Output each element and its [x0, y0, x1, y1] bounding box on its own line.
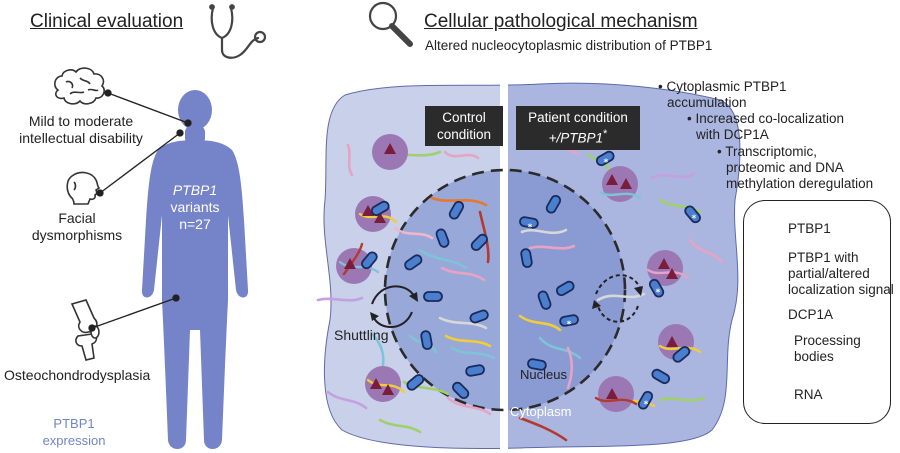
nucleus-envelope: [383, 168, 627, 412]
legend-altered-label: PTBP1 with partial/altered localization …: [788, 250, 894, 297]
impaired-shuttling-arrows: [595, 274, 641, 323]
body-variants-label: PTBP1 variants n=27: [170, 182, 220, 232]
cytoplasm-label: Cytoplasm: [510, 404, 572, 419]
legend-rna-label: RNA: [794, 387, 823, 402]
bullet-colocalization: • Increased co-localization with DCP1A: [687, 111, 845, 142]
shuttling-label: Shuttling: [334, 327, 389, 343]
svg-text:*: *: [656, 288, 661, 298]
expression-legend: PTBP1 expression: [42, 416, 106, 448]
svg-text:*: *: [644, 400, 649, 410]
cellular-subtitle: Altered nucleocytoplasmic distribution o…: [425, 38, 713, 53]
nucleus-label: Nucleus: [520, 367, 567, 382]
bullet-cytoplasmic-accumulation: • Cytoplasmic PTBP1 accumulation: [658, 79, 787, 110]
pbody-rna: [338, 190, 702, 406]
legend-box: [743, 200, 891, 424]
legend-ptbp1-label: PTBP1: [788, 221, 831, 236]
dcp1a-markers: [344, 143, 678, 399]
magnifier-icon: [368, 1, 413, 47]
bullet-deregulation: • Transcriptomic, proteomic and DNA meth…: [717, 144, 874, 191]
condition-divider: [500, 84, 508, 452]
svg-text:*: *: [604, 158, 609, 168]
feature-intellectual-disability: Mild to moderate intellectual disability: [19, 113, 143, 146]
impaired-shuttling-arrowheads: [592, 286, 643, 309]
control-condition-label: Control condition: [425, 106, 503, 146]
clinical-title: Clinical evaluation: [30, 11, 184, 32]
feature-osteochondrodysplasia: Osteochondrodysplasia: [4, 367, 151, 383]
brain-icon: [53, 67, 105, 105]
patient-condition-label: Patient condition +/PTBP1*: [516, 106, 640, 150]
svg-text:*: *: [692, 214, 697, 224]
face-profile-icon: [66, 171, 101, 205]
shuttling-arrows: [370, 285, 418, 328]
legend-pbodies-label: Processing bodies: [794, 333, 861, 364]
svg-text:*: *: [567, 320, 572, 330]
stethoscope-icon: [209, 4, 267, 59]
svg-text:*: *: [528, 223, 533, 233]
feature-pointer-lines: [88, 89, 192, 332]
ptbp1-proteins: [361, 150, 701, 410]
cellular-title: Cellular pathological mechanism: [424, 11, 698, 32]
cell-membrane: [323, 82, 741, 449]
feature-facial-dysmorphisms: Facial dysmorphisms: [31, 210, 123, 243]
legend-dcp1a-label: DCP1A: [788, 307, 834, 322]
altered-signal-marks: * * * * * *: [528, 158, 697, 410]
human-body: [141, 90, 249, 449]
